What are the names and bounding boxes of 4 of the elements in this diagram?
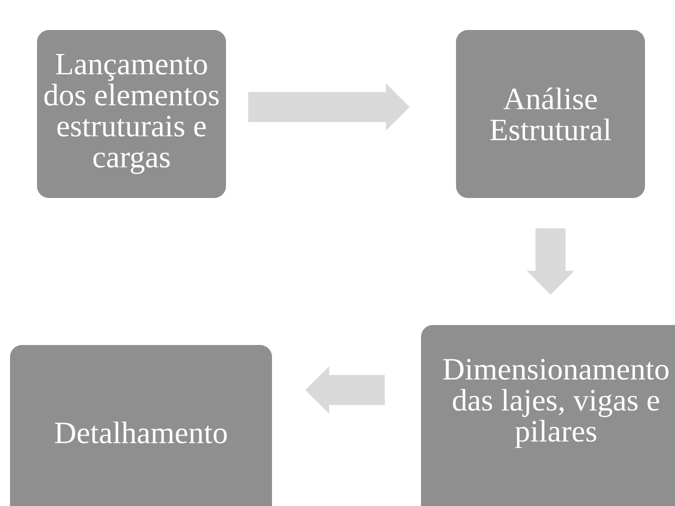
process-box: Lançamento dos elementos estruturais e cargas — [37, 30, 226, 198]
process-box: Análise Estrutural — [456, 30, 645, 198]
process-box: Detalhamento — [10, 345, 272, 506]
process-box: Dimensionamento das lajes, vigas e pilares — [421, 325, 675, 506]
